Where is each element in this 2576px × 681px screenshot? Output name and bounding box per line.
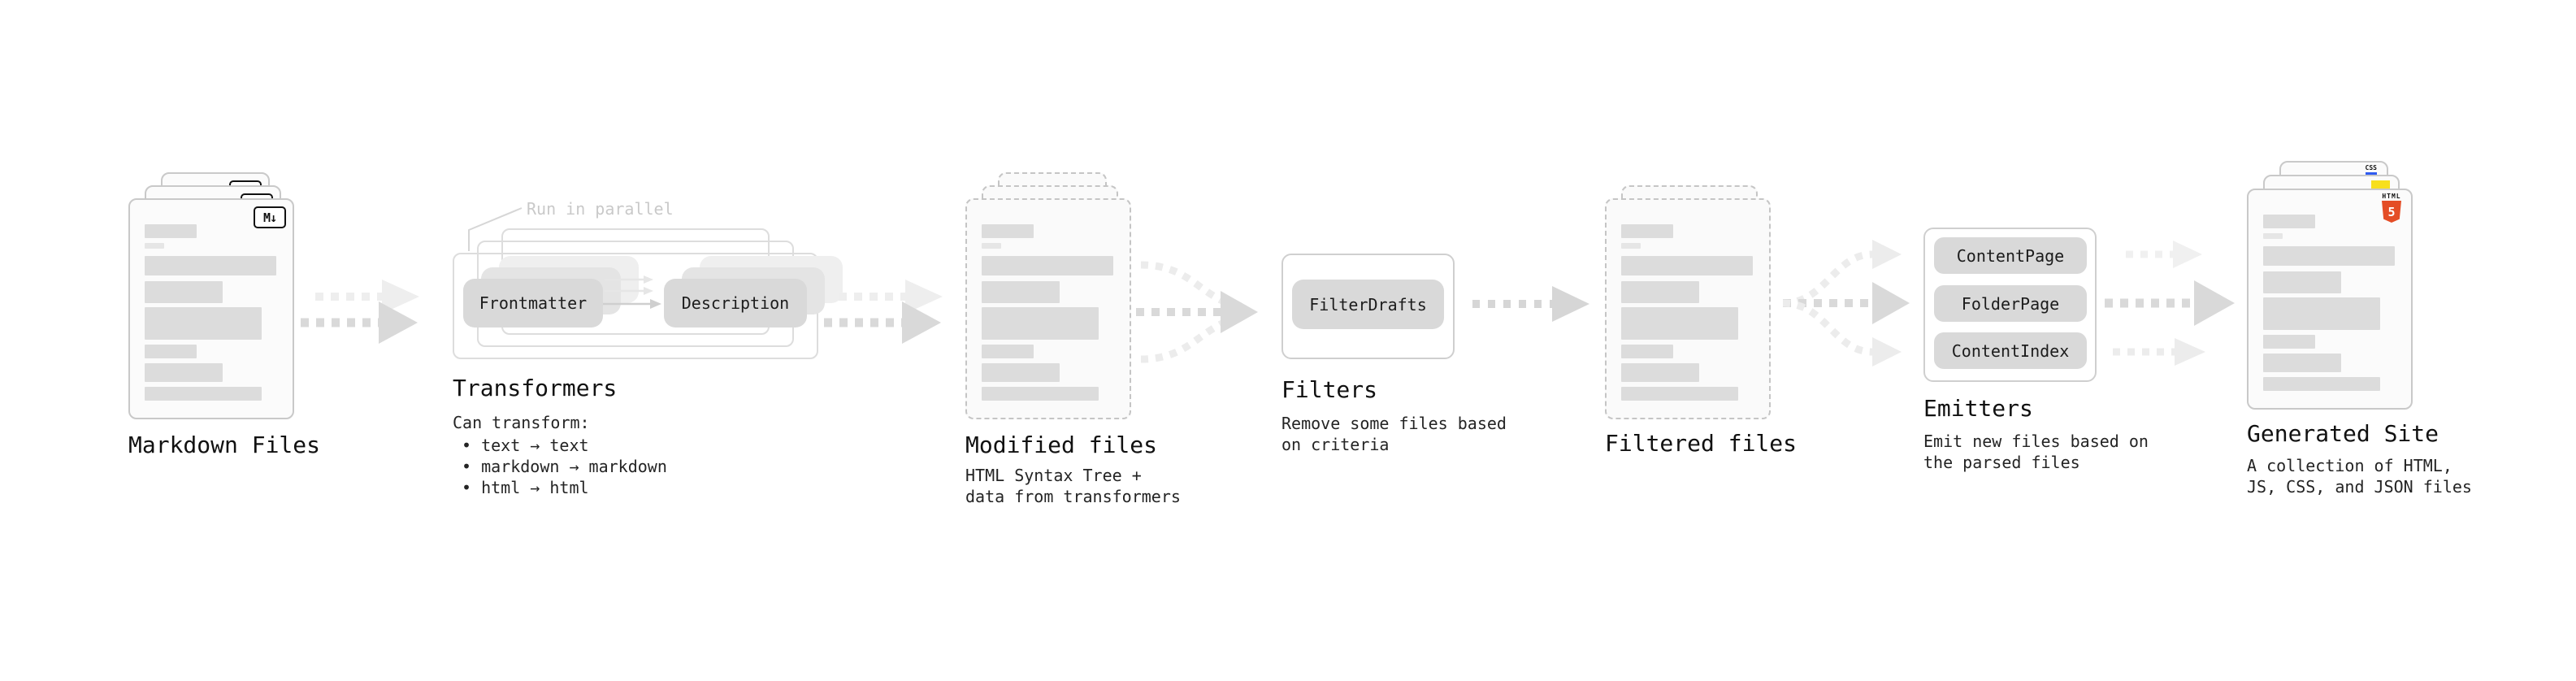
folderpage-chip: FolderPage xyxy=(1934,285,2087,322)
markdown-files-label: Markdown Files xyxy=(128,432,321,458)
content-bar xyxy=(145,243,164,249)
content-bar xyxy=(1621,345,1673,358)
modified-files-label: Modified files xyxy=(965,432,1158,458)
content-bar xyxy=(145,345,197,358)
html5-word: HTML xyxy=(2382,193,2401,200)
content-bar xyxy=(1621,281,1699,303)
content-bar xyxy=(1621,387,1738,401)
transformers-bullet: • html → html xyxy=(462,478,589,497)
modified-file-card xyxy=(965,198,1131,419)
html5-number: 5 xyxy=(2387,204,2396,219)
content-bar xyxy=(1621,363,1699,382)
content-bar xyxy=(2263,271,2341,293)
modified-files-desc: HTML Syntax Tree + xyxy=(965,466,1142,485)
transformers-bullet: • text → text xyxy=(462,436,589,455)
content-bar xyxy=(1621,307,1738,340)
description-chip: Description xyxy=(664,279,807,327)
merge-arrow-icon xyxy=(1136,261,1258,363)
emitters-desc: the parsed files xyxy=(1923,453,2080,472)
emitters-desc: Emit new files based on xyxy=(1923,432,2149,451)
flow-arrow-icon xyxy=(301,280,419,344)
filters-title: Filters xyxy=(1281,376,1378,403)
flow-arrow-icon xyxy=(1472,286,1589,322)
transformers-desc-heading: Can transform: xyxy=(453,413,590,432)
content-bar xyxy=(982,224,1034,238)
parallel-arrows-icon xyxy=(603,275,661,309)
content-bar xyxy=(145,387,262,401)
transformers-bullet: • markdown → markdown xyxy=(462,457,667,476)
contentpage-chip: ContentPage xyxy=(1934,237,2087,274)
content-bar xyxy=(982,387,1099,401)
content-bar xyxy=(145,363,223,382)
flow-arrow-icon xyxy=(824,280,943,344)
content-bar xyxy=(982,345,1034,358)
html-file-card: HTML 5 xyxy=(2247,189,2413,410)
content-bar xyxy=(145,256,276,275)
frontmatter-chip: Frontmatter xyxy=(463,279,603,327)
html5-icon: HTML 5 xyxy=(2380,193,2403,223)
content-bar xyxy=(982,256,1113,275)
markdown-file-card: M↓ xyxy=(128,198,294,419)
content-bar xyxy=(145,307,262,340)
content-bar xyxy=(2263,377,2380,391)
content-bar xyxy=(2263,233,2283,239)
content-bar xyxy=(982,243,1001,249)
content-bar xyxy=(1621,243,1641,249)
filtered-file-card xyxy=(1605,198,1771,419)
content-bar xyxy=(2263,335,2315,349)
content-bar xyxy=(145,224,197,238)
content-bar xyxy=(2263,354,2341,372)
transformers-title: Transformers xyxy=(453,375,618,401)
filterdrafts-chip: FilterDrafts xyxy=(1292,280,1444,329)
filtered-files-label: Filtered files xyxy=(1605,430,1798,457)
triple-arrow-icon xyxy=(2105,241,2235,366)
contentindex-chip: ContentIndex xyxy=(1934,332,2087,369)
content-bar xyxy=(1621,256,1753,275)
generated-site-desc: A collection of HTML, xyxy=(2247,456,2452,475)
annotation-leader-line xyxy=(468,207,523,251)
content-bar xyxy=(1621,224,1673,238)
markdown-icon: M↓ xyxy=(254,206,286,228)
content-bar xyxy=(982,281,1060,303)
content-bar xyxy=(2263,246,2395,266)
content-bar xyxy=(2263,297,2380,330)
content-bar xyxy=(982,307,1099,340)
filters-desc: Remove some files based xyxy=(1281,414,1507,433)
content-bar xyxy=(145,281,223,303)
css-icon: CSS xyxy=(2365,165,2377,175)
content-bar xyxy=(2263,215,2315,228)
modified-files-desc: data from transformers xyxy=(965,487,1181,506)
js-icon xyxy=(2371,180,2390,190)
emitters-title: Emitters xyxy=(1923,395,2033,422)
generated-site-desc: JS, CSS, and JSON files xyxy=(2247,477,2472,497)
fanout-arrow-icon xyxy=(1782,240,1910,367)
run-in-parallel-label: Run in parallel xyxy=(527,199,674,219)
generated-site-label: Generated Site xyxy=(2247,420,2439,447)
content-bar xyxy=(982,363,1060,382)
filters-desc: on criteria xyxy=(1281,435,1390,454)
